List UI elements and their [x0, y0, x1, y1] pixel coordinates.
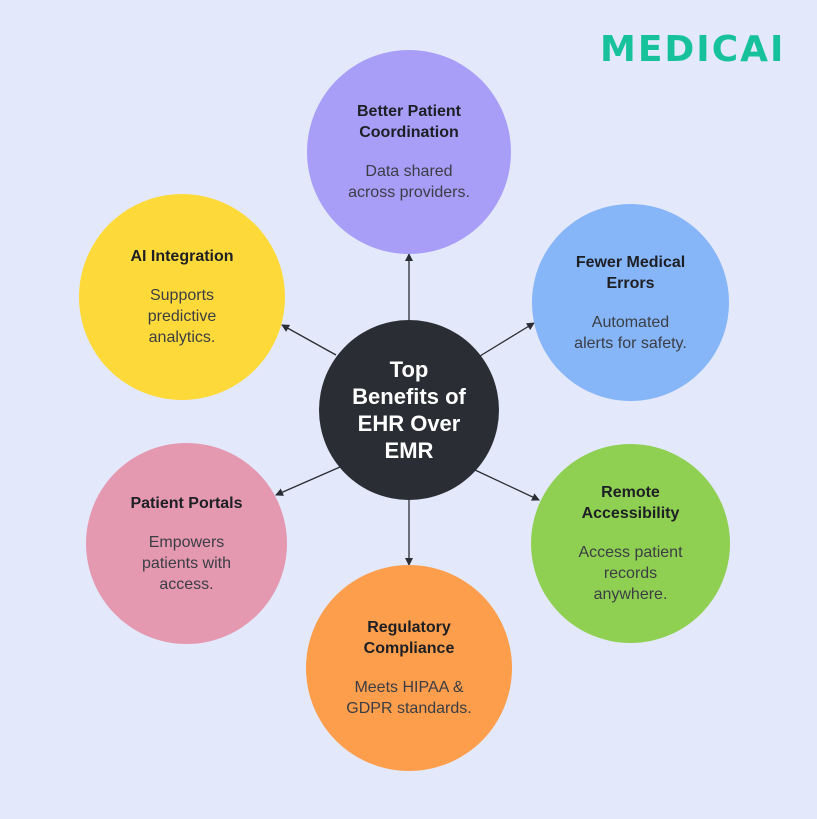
benefit-ai: AI Integration Supports predictive analy… — [79, 194, 285, 400]
benefit-description: Supports predictive analytics. — [147, 287, 217, 346]
benefit-title: Remote Accessibility — [581, 484, 680, 522]
benefit-description: Meets HIPAA & GDPR standards. — [346, 679, 472, 717]
hub-title: Top Benefits of EHR Over EMR — [352, 357, 466, 463]
benefit-title: Better Patient Coordination — [356, 103, 462, 141]
arrow-to-ai — [281, 324, 337, 356]
benefit-portals: Patient Portals Empowers patients with a… — [86, 443, 287, 644]
arrow-to-remote — [474, 469, 540, 501]
benefit-title: Regulatory Compliance — [363, 619, 455, 657]
benefit-title: AI Integration — [130, 248, 234, 265]
benefit-description: Access patient records anywhere. — [578, 544, 683, 603]
medicai-logo: MEDICAI — [600, 29, 786, 70]
arrow-to-errors — [479, 322, 535, 357]
benefit-description: Automated alerts for safety. — [574, 313, 687, 352]
benefit-description: Empowers patients with access. — [142, 533, 231, 593]
benefit-remote: Remote Accessibility Access patient reco… — [531, 444, 730, 643]
benefit-compliance: Regulatory Compliance Meets HIPAA & GDPR… — [306, 565, 512, 771]
benefit-errors: Fewer Medical Errors Automated alerts fo… — [532, 204, 729, 401]
hub-circle: Top Benefits of EHR Over EMR — [319, 320, 499, 500]
arrow-to-portals — [275, 466, 341, 496]
benefit-description: Data shared across providers. — [348, 163, 470, 201]
benefit-title: Patient Portals — [130, 494, 243, 512]
benefit-title: Fewer Medical Errors — [575, 253, 686, 292]
benefit-coordination: Better Patient Coordination Data shared … — [307, 50, 511, 254]
